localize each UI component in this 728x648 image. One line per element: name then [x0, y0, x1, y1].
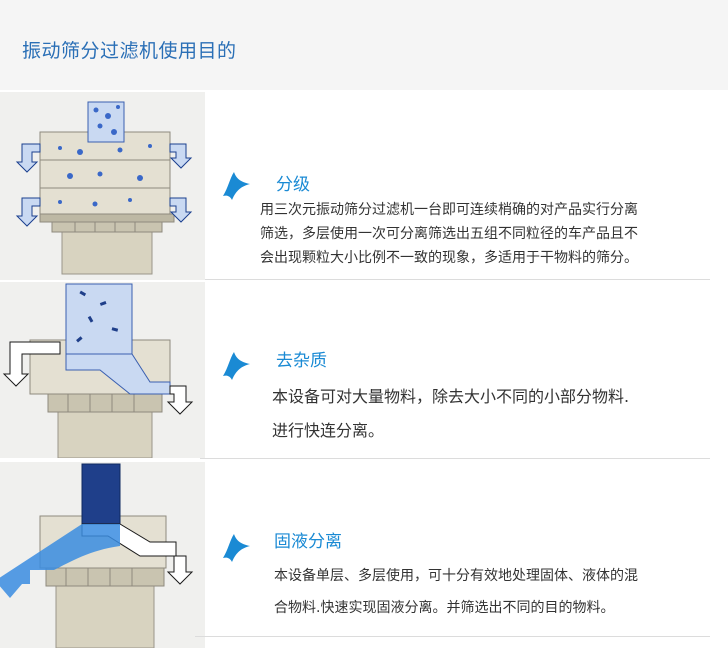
section-desc-impurity: 本设备可对大量物料，除去大小不同的小部分物料. 进行快连分离。	[272, 387, 630, 440]
section-divider	[200, 458, 710, 459]
section-desc-solid-liquid: 本设备单层、多层使用，可十分有效地处理固体、液体的混 合物料.快速实现固液分离。…	[274, 568, 638, 616]
page-title: 振动筛分过滤机使用目的	[22, 40, 237, 62]
section-bullet-icon	[223, 534, 250, 562]
section-divider	[195, 636, 710, 637]
section-bullet-icon	[223, 352, 250, 380]
impurity-removal-illustration	[0, 282, 205, 458]
solid-liquid-separation-illustration	[0, 462, 205, 648]
section-heading-impurity: 去杂质	[276, 351, 327, 371]
section-divider	[205, 279, 710, 280]
section-heading-grading: 分级	[276, 175, 310, 195]
section-bullet-icon	[223, 172, 250, 200]
grading-sieve-illustration	[0, 92, 205, 280]
section-heading-solid-liquid: 固液分离	[274, 532, 342, 552]
section-desc-grading: 用三次元振动筛分过滤机一台即可连续梢确的对产品实行分离 筛选，多层使用一次可分离…	[260, 202, 638, 266]
title-bar	[0, 0, 728, 90]
